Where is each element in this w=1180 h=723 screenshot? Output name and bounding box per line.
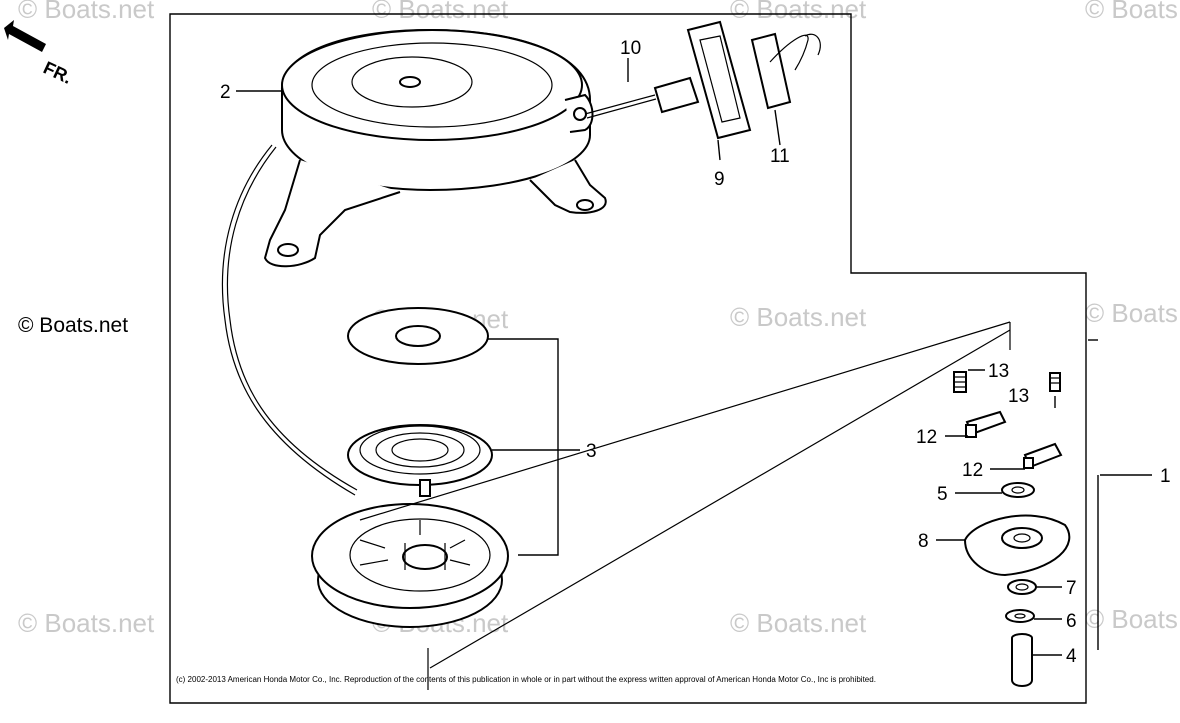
- callout-12: 12: [916, 427, 937, 448]
- callout-1: 1: [1160, 466, 1171, 487]
- watermark: © Boats.net: [1085, 604, 1180, 634]
- front-direction-indicator: FR.: [4, 20, 75, 88]
- callout-9: 9: [714, 169, 725, 190]
- grip-insert: [750, 32, 821, 110]
- callout-10: 10: [620, 38, 641, 59]
- callout-13: 13: [988, 361, 1009, 382]
- starter-case: [263, 28, 607, 268]
- direction-arrow-icon: [4, 20, 46, 52]
- callout-13: 13: [1008, 386, 1029, 407]
- callout-2: 2: [220, 82, 231, 103]
- guide-line: [359, 321, 1011, 521]
- legal-notice: (c) 2002-2013 American Honda Motor Co., …: [176, 675, 876, 684]
- watermark: © Boats.net: [730, 608, 867, 638]
- copyright-label: © Boats.net: [18, 314, 128, 337]
- watermark: © Boats.net: [1085, 0, 1180, 24]
- callout-11: 11: [770, 146, 790, 167]
- callout-5: 5: [937, 484, 948, 505]
- reel: [311, 503, 509, 628]
- watermark: © Boats.net: [18, 608, 155, 638]
- callout-12: 12: [962, 460, 983, 481]
- assembly-boundary: [169, 13, 1087, 704]
- watermark: © Boats.net: [1085, 298, 1180, 328]
- guide-line: [429, 329, 1011, 669]
- spiral-spring-set: [347, 307, 493, 497]
- watermark: © Boats.net: [730, 302, 867, 332]
- watermark: © Boats.net: [18, 0, 155, 24]
- starter-rope: [221, 144, 356, 496]
- watermark: © Boats.net: [730, 0, 867, 24]
- callout-3: 3: [586, 441, 597, 462]
- starter-grip: [653, 20, 752, 140]
- callout-8: 8: [918, 531, 929, 552]
- watermark: © Boats.net: [372, 0, 509, 24]
- leader-lines: [236, 58, 1152, 656]
- callout-7: 7: [1066, 578, 1077, 599]
- direction-label: FR.: [40, 57, 75, 87]
- callout-6: 6: [1066, 611, 1077, 632]
- callout-4: 4: [1066, 646, 1077, 667]
- callout-numbers: 1 2 3 4 5 6 7 8 9 10 11 12 12 13 13: [220, 38, 1171, 667]
- ratchet-parts: [953, 371, 1071, 687]
